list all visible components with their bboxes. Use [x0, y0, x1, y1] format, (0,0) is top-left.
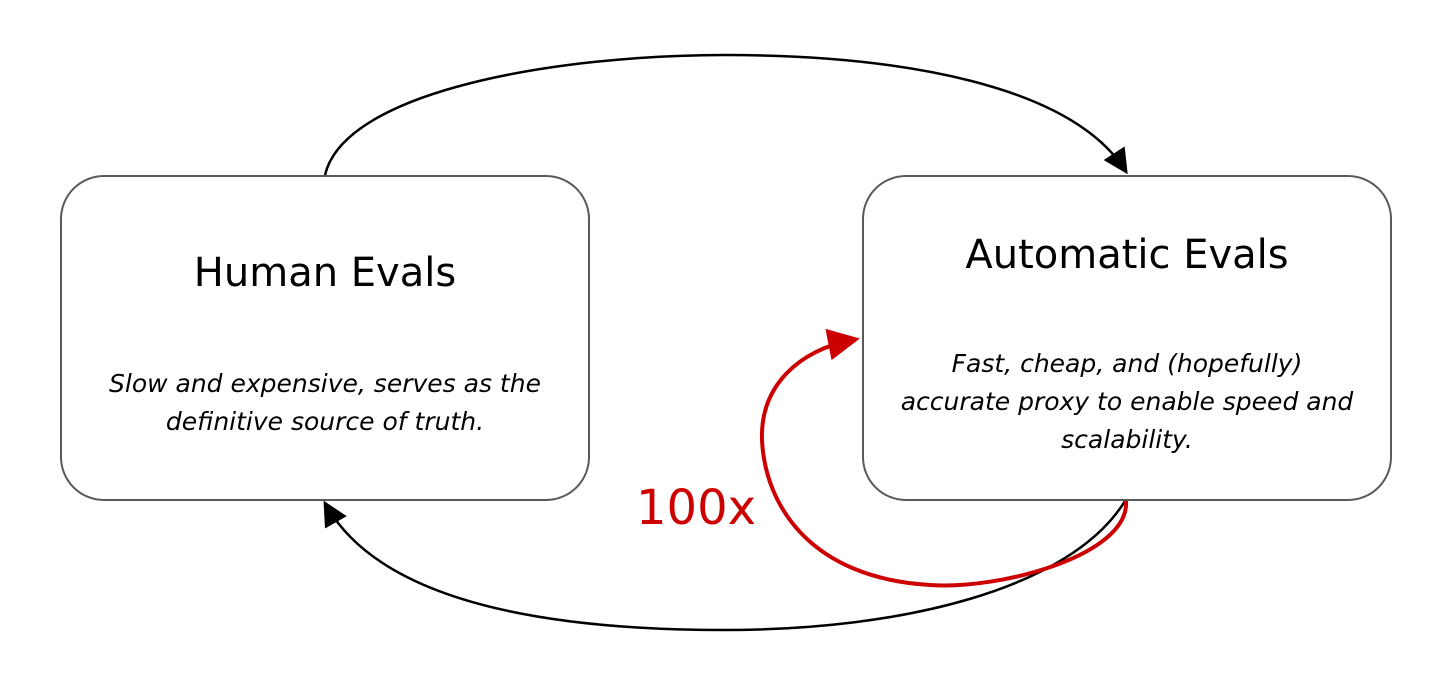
automatic-evals-description: Fast, cheap, and (hopefully) accurate pr…	[900, 349, 1354, 454]
human-evals-description: Slow and expensive, serves as the defini…	[109, 369, 541, 436]
human-evals-box: Human Evals Slow and expensive, serves a…	[60, 175, 590, 501]
fast-loop-arrow	[759, 328, 1129, 588]
fast-loop-label: 100x	[636, 480, 757, 536]
arrow-human-to-automatic	[323, 53, 1128, 176]
automatic-evals-box: Automatic Evals Fast, cheap, and (hopefu…	[862, 175, 1392, 501]
human-evals-title: Human Evals	[193, 250, 457, 296]
automatic-evals-title: Automatic Evals	[965, 232, 1289, 278]
